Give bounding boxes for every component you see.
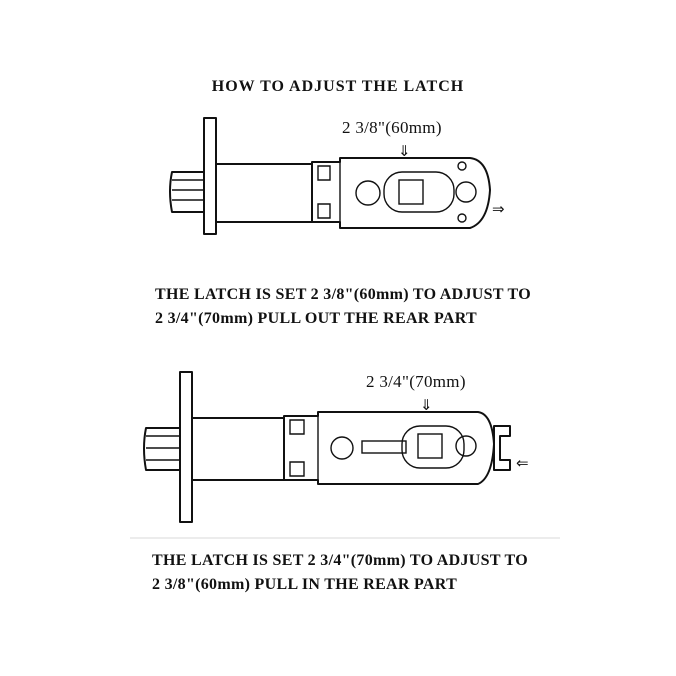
top-face-plate	[203, 117, 217, 235]
bottom-instruction-line1: THE LATCH IS SET 2 3/4"(70mm) TO ADJUST …	[152, 552, 528, 569]
bottom-latch-drawing	[143, 371, 511, 523]
bottom-measure-label: 2 3/4"(70mm)	[366, 372, 466, 391]
bottom-down-arrow-icon: ⇓	[420, 396, 433, 414]
bottom-pull-in-arrow-icon: ⇐	[516, 454, 529, 472]
top-tab	[317, 165, 331, 181]
top-down-arrow-icon: ⇓	[398, 142, 411, 160]
bottom-rear-extension	[493, 425, 511, 471]
top-instruction-line1: THE LATCH IS SET 2 3/8"(60mm) TO ADJUST …	[155, 286, 531, 303]
bottom-housing	[283, 411, 495, 485]
bottom-spindle-slot	[401, 425, 465, 469]
top-spindle-slot	[383, 171, 455, 213]
top-instruction-line2: 2 3/4"(70mm) PULL OUT THE REAR PART	[155, 310, 477, 327]
top-hole	[355, 180, 381, 206]
top-rear-hole	[455, 181, 477, 203]
top-bolt-head	[169, 171, 205, 213]
bottom-face-plate	[179, 371, 193, 523]
bottom-instruction-line2: 2 3/8"(60mm) PULL IN THE REAR PART	[152, 576, 458, 593]
top-housing	[311, 157, 491, 229]
top-latch-drawing	[169, 117, 491, 235]
top-tube	[215, 163, 313, 223]
top-measure-label: 2 3/8"(60mm)	[342, 118, 442, 137]
top-pull-out-arrow-icon: ⇒	[492, 200, 505, 218]
bottom-square-hole	[417, 433, 443, 459]
bottom-bolt-head	[143, 427, 181, 471]
bottom-tube	[191, 417, 285, 481]
top-square-hole	[398, 179, 424, 205]
bottom-slot	[361, 440, 407, 454]
page-title: HOW TO ADJUST THE LATCH	[211, 78, 465, 95]
top-tab	[317, 203, 331, 219]
bottom-hole	[330, 436, 354, 460]
